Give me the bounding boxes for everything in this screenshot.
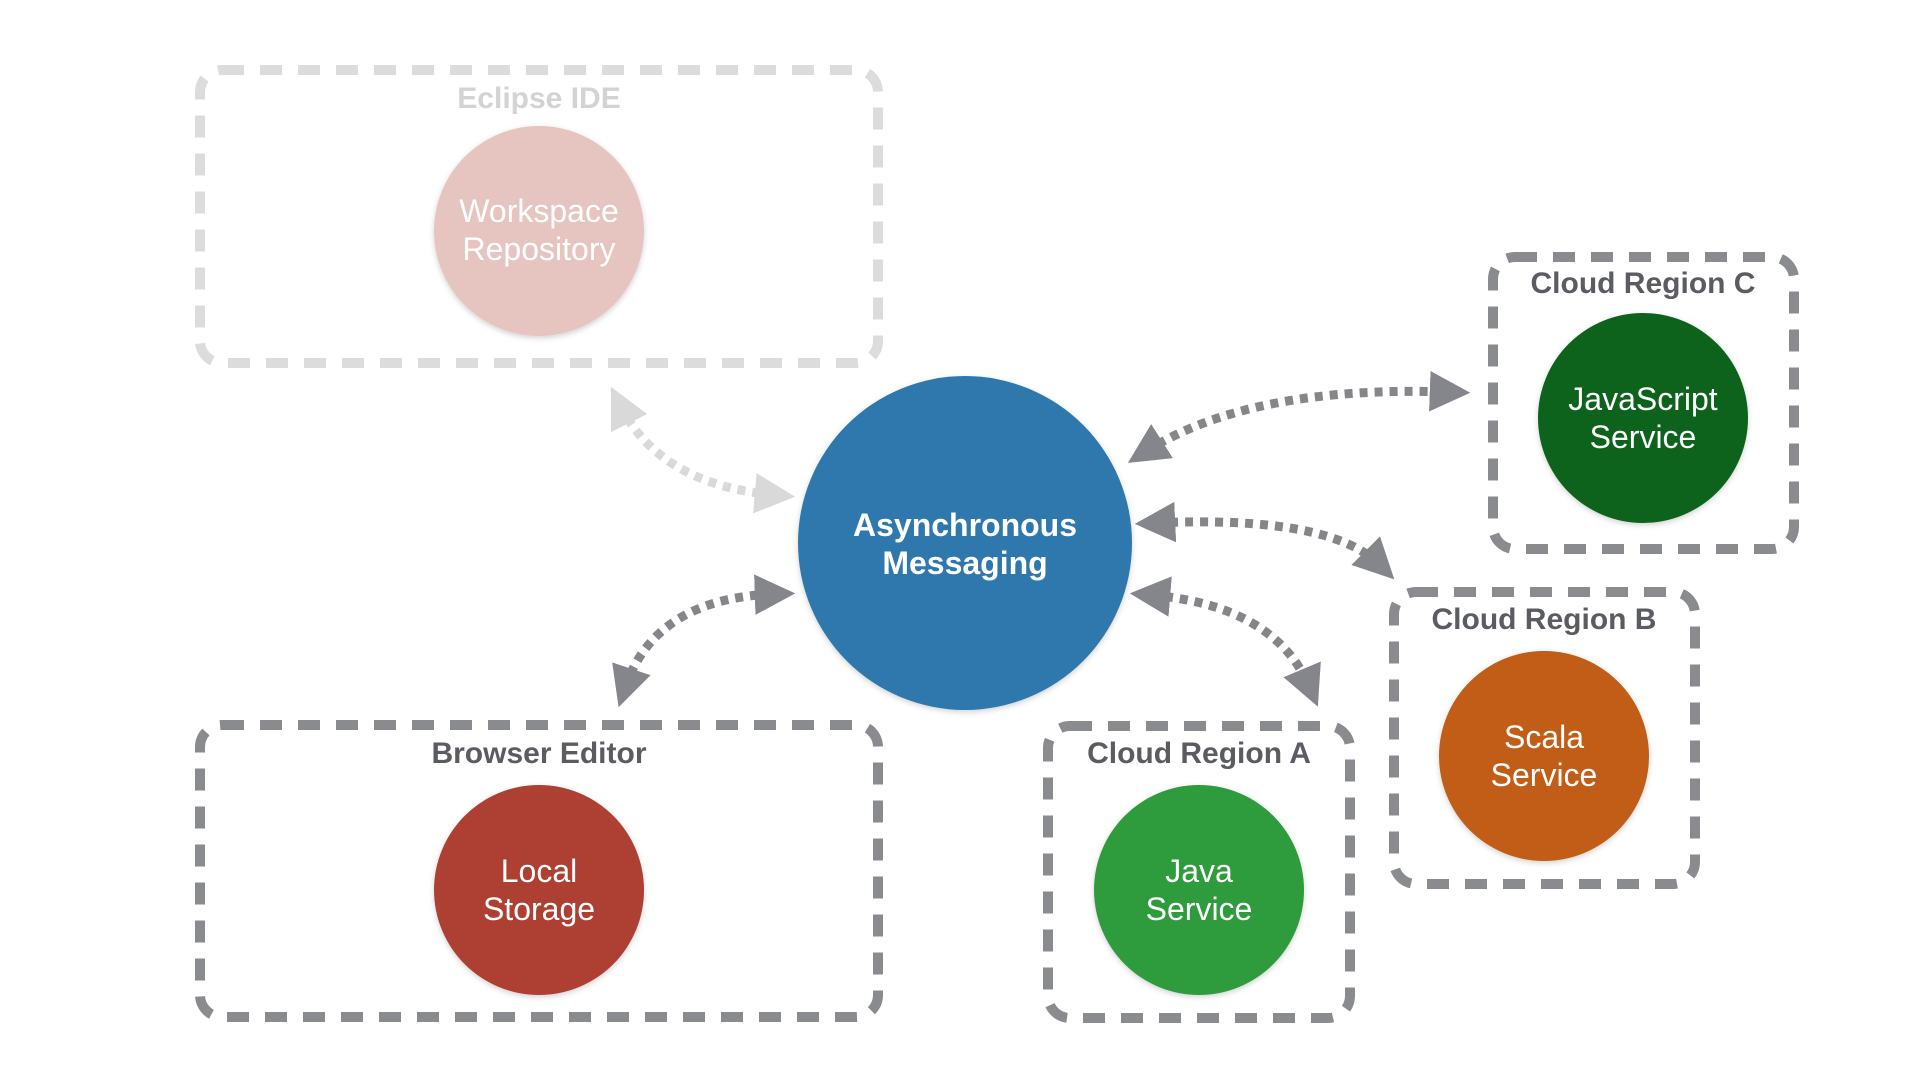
group-region-c-title: Cloud Region C — [1531, 267, 1756, 300]
group-region-b-border — [1389, 587, 1700, 889]
javascript-service-node — [1538, 313, 1748, 523]
group-region-a-title: Cloud Region A — [1087, 737, 1311, 770]
java-service-label-1: Java — [1165, 853, 1233, 889]
javascript-service-label-2: Service — [1590, 419, 1697, 455]
group-browser-title: Browser Editor — [431, 737, 646, 770]
hub-group: Asynchronous Messaging — [798, 376, 1132, 710]
local-storage-label-1: Local — [501, 853, 578, 889]
group-browser-border — [195, 720, 883, 1022]
connector-browser-hub — [612, 574, 796, 708]
group-cloud-region-c: Cloud Region C JavaScript Service — [1488, 252, 1799, 554]
java-service-node — [1094, 785, 1304, 995]
group-browser-editor: Browser Editor Local Storage — [195, 720, 883, 1022]
group-region-a-border — [1043, 721, 1355, 1023]
java-service-label-2: Service — [1146, 891, 1253, 927]
workspace-repository-label-1: Workspace — [459, 193, 618, 229]
scala-service-node — [1439, 651, 1649, 861]
connector-hub-region-c — [1127, 371, 1471, 463]
connector-eclipse-hub — [610, 386, 796, 514]
group-eclipse-title: Eclipse IDE — [457, 82, 620, 115]
asynchronous-messaging-hub — [798, 376, 1132, 710]
connector-hub-region-a — [1129, 576, 1321, 707]
group-region-c-border — [1488, 252, 1799, 554]
group-eclipse-border — [195, 65, 883, 368]
group-cloud-region-a: Cloud Region A Java Service — [1043, 721, 1355, 1023]
local-storage-label-2: Storage — [483, 891, 595, 927]
group-eclipse-ide: Eclipse IDE Workspace Repository — [195, 65, 883, 368]
scala-service-label-1: Scala — [1504, 719, 1584, 755]
hub-label-1: Asynchronous — [853, 507, 1077, 543]
hub-label-2: Messaging — [882, 545, 1047, 581]
local-storage-node — [434, 785, 644, 995]
workspace-repository-node — [434, 126, 644, 336]
group-region-b-title: Cloud Region B — [1432, 603, 1657, 636]
connector-hub-region-b — [1134, 501, 1395, 580]
scala-service-label-2: Service — [1491, 757, 1598, 793]
group-cloud-region-b: Cloud Region B Scala Service — [1389, 587, 1700, 889]
javascript-service-label-1: JavaScript — [1568, 381, 1718, 417]
workspace-repository-label-2: Repository — [463, 231, 616, 267]
connectors — [610, 371, 1471, 708]
